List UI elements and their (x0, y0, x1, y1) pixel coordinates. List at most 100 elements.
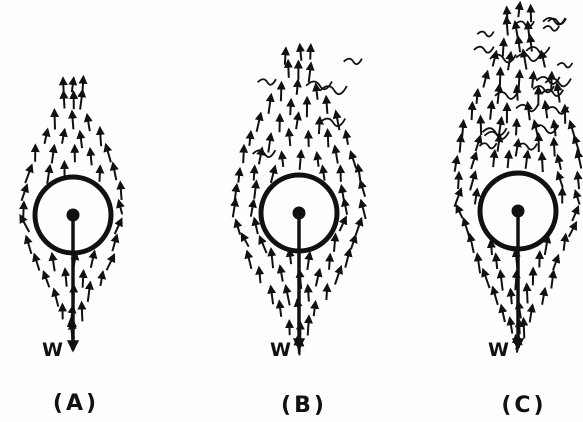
flow-arrow (281, 82, 282, 101)
flow-arrow (72, 111, 73, 129)
flow-arrow (542, 153, 543, 172)
caption-b: (B) (281, 393, 327, 418)
flow-arrow (307, 253, 310, 270)
flow-arrow (524, 319, 525, 339)
flow-arrow (249, 132, 251, 146)
flow-arrow (242, 234, 249, 247)
flow-arrow (326, 285, 327, 300)
flow-arrow (271, 286, 273, 304)
flow-arrow (297, 80, 298, 95)
flow-arrow (340, 217, 346, 231)
flow-arrow (572, 207, 578, 221)
flow-arrow (508, 151, 510, 168)
flow-arrow (64, 92, 65, 109)
flow-arrow (83, 77, 84, 93)
flow-arrow (500, 271, 502, 291)
flow-arrow (243, 146, 244, 164)
flow-arrow (553, 256, 558, 271)
flow-arrow (26, 236, 31, 254)
flow-arrow (236, 220, 240, 235)
weight-label-b: W (270, 339, 291, 361)
weight-label-a: W (42, 339, 63, 361)
panel-b: W (B) (233, 45, 366, 419)
flow-arrow (288, 61, 289, 78)
flow-arrow (531, 5, 532, 22)
flow-arrow (475, 189, 477, 204)
flow-arrow (335, 146, 338, 164)
wake-eddy (320, 119, 345, 127)
flow-arrow (254, 166, 255, 180)
flow-arrow (268, 134, 271, 153)
flow-arrow (344, 199, 347, 215)
flow-arrow (34, 254, 39, 270)
flow-arrow (271, 249, 273, 268)
flow-arrow (491, 241, 492, 256)
wake-eddy (253, 150, 276, 157)
wake-eddy (516, 54, 541, 61)
flow-arrow (496, 254, 498, 269)
flow-arrow (501, 305, 505, 322)
flow-arrow (518, 37, 520, 53)
flow-arrow (477, 254, 480, 273)
flow-arrow (455, 157, 458, 172)
flow-arrow (326, 97, 327, 114)
flow-arrow (247, 251, 251, 269)
flow-arrow (351, 236, 356, 250)
flow-arrow (564, 234, 566, 250)
flow-arrow (470, 172, 475, 191)
flow-arrow (282, 152, 284, 167)
weight-label-c: W (488, 339, 509, 361)
flow-arrow (314, 302, 316, 317)
flow-arrow (254, 181, 256, 199)
flow-arrow (100, 166, 101, 182)
flow-arrow (493, 52, 497, 67)
flow-arrow (83, 271, 84, 288)
flow-arrow (471, 153, 476, 169)
flow-arrow (336, 111, 340, 130)
flow-arrow (516, 140, 519, 157)
flow-arrow (22, 185, 28, 201)
flow-arrow (577, 172, 579, 189)
flow-arrow (334, 234, 336, 252)
flow-arrow (308, 316, 309, 335)
flow-arrow (233, 199, 236, 217)
flow-arrow (316, 84, 318, 100)
flow-arrow (80, 132, 82, 149)
flow-arrow (457, 206, 463, 219)
flow-arrow (260, 237, 267, 254)
flow-arrow (532, 72, 534, 88)
panel-c: W (C) (455, 3, 582, 419)
flow-arrow (235, 185, 237, 202)
flow-arrow (530, 35, 532, 51)
flow-arrow (481, 116, 482, 135)
flow-arrow (285, 48, 286, 65)
flow-arrow (458, 173, 459, 190)
flow-arrow (356, 219, 362, 236)
panel-a: W (A) (20, 77, 122, 416)
flow-arrow (551, 72, 552, 90)
flow-arrow (477, 90, 478, 104)
flow-arrow (107, 255, 115, 271)
flow-arrow (351, 152, 356, 169)
flow-arrow (558, 155, 561, 169)
flow-arrow (52, 254, 55, 272)
flow-arrow (557, 84, 560, 103)
flow-arrow (360, 181, 365, 197)
caption-c: (C) (501, 393, 546, 418)
flow-arrow (483, 269, 490, 288)
flow-arrow (516, 120, 517, 136)
flow-arrow (65, 269, 67, 287)
flow-arrow (472, 103, 473, 120)
caption-a: (A) (53, 391, 99, 416)
flow-arrow (90, 149, 92, 166)
flow-arrow (340, 166, 341, 182)
flow-arrow (91, 251, 95, 268)
flow-arrow (300, 151, 302, 170)
flow-arrow (289, 129, 291, 146)
flow-arrow (519, 71, 520, 90)
flow-arrow (269, 95, 272, 114)
flow-arrow (534, 121, 537, 136)
flow-arrow (490, 102, 492, 120)
flow-arrow (100, 272, 103, 286)
